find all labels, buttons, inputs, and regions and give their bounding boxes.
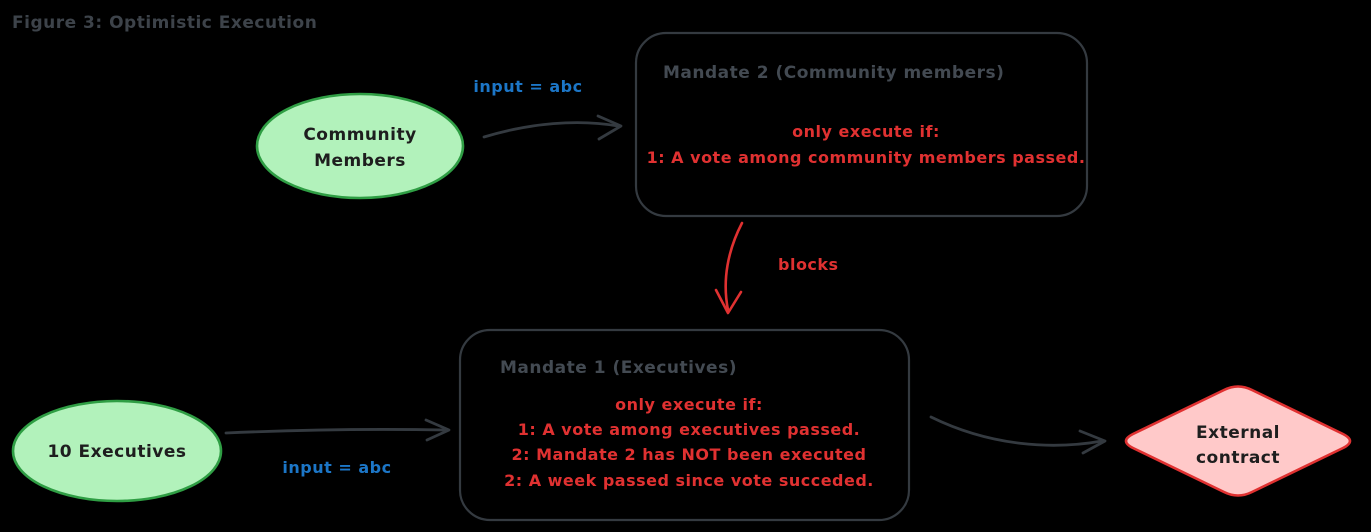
executives-to-mandate1-arrow-line: [224, 428, 448, 435]
mandate2-condition-0: only execute if:: [792, 122, 940, 141]
external-contract-label-line1: External: [1196, 423, 1280, 443]
mandate2-condition-1: 1: A vote among community members passed…: [647, 148, 1086, 167]
mandate1-box: [458, 328, 911, 522]
community-to-mandate2-arrowhead: [596, 114, 623, 141]
executives-to-mandate1-arrow: input = abc: [224, 418, 451, 477]
mandate1-condition-3: 2: A week passed since vote succeded.: [504, 471, 874, 490]
community-members-label-line2: Members: [314, 151, 406, 171]
mandate2-blocks-mandate1-arrow: blocks: [714, 221, 839, 315]
mandate2-node: Mandate 2 (Community members) only execu…: [634, 31, 1089, 218]
ten-executives-ellipse: [11, 399, 223, 503]
blocks-arrow-line: [724, 221, 744, 312]
community-to-mandate2-arrow-line: [482, 121, 620, 139]
external-contract-diamond: [1124, 385, 1352, 497]
mandate2-title: Mandate 2 (Community members): [663, 63, 1004, 83]
mandate1-node: Mandate 1 (Executives) only execute if: …: [458, 328, 911, 522]
blocks-arrow-label: blocks: [778, 255, 839, 274]
community-to-mandate2-arrow-label: input = abc: [473, 77, 582, 96]
mandate1-condition-0: only execute if:: [615, 395, 763, 414]
community-members-node: Community Members: [255, 92, 465, 200]
external-contract-node: External contract: [1124, 385, 1352, 497]
executives-to-mandate1-arrow-label: input = abc: [282, 458, 391, 477]
mandate1-to-external-arrow-line: [929, 415, 1104, 447]
figure-title: Figure 3: Optimistic Execution: [12, 13, 317, 33]
mandate1-to-external-arrow: [929, 415, 1107, 455]
ten-executives-label: 10 Executives: [47, 442, 186, 462]
executives-to-mandate1-arrowhead: [424, 418, 451, 442]
blocks-arrowhead: [714, 288, 743, 315]
mandate1-condition-1: 1: A vote among executives passed.: [518, 420, 861, 439]
mandate1-condition-2: 2: Mandate 2 has NOT been executed: [512, 445, 867, 464]
community-members-ellipse: [255, 92, 465, 200]
community-members-label-line1: Community: [303, 125, 416, 145]
mandate1-to-external-arrowhead: [1078, 429, 1107, 455]
mandate1-title: Mandate 1 (Executives): [500, 358, 737, 378]
external-contract-label-line2: contract: [1196, 448, 1280, 468]
community-to-mandate2-arrow: input = abc: [473, 77, 623, 141]
ten-executives-node: 10 Executives: [11, 399, 223, 503]
mandate2-box: [634, 31, 1089, 218]
